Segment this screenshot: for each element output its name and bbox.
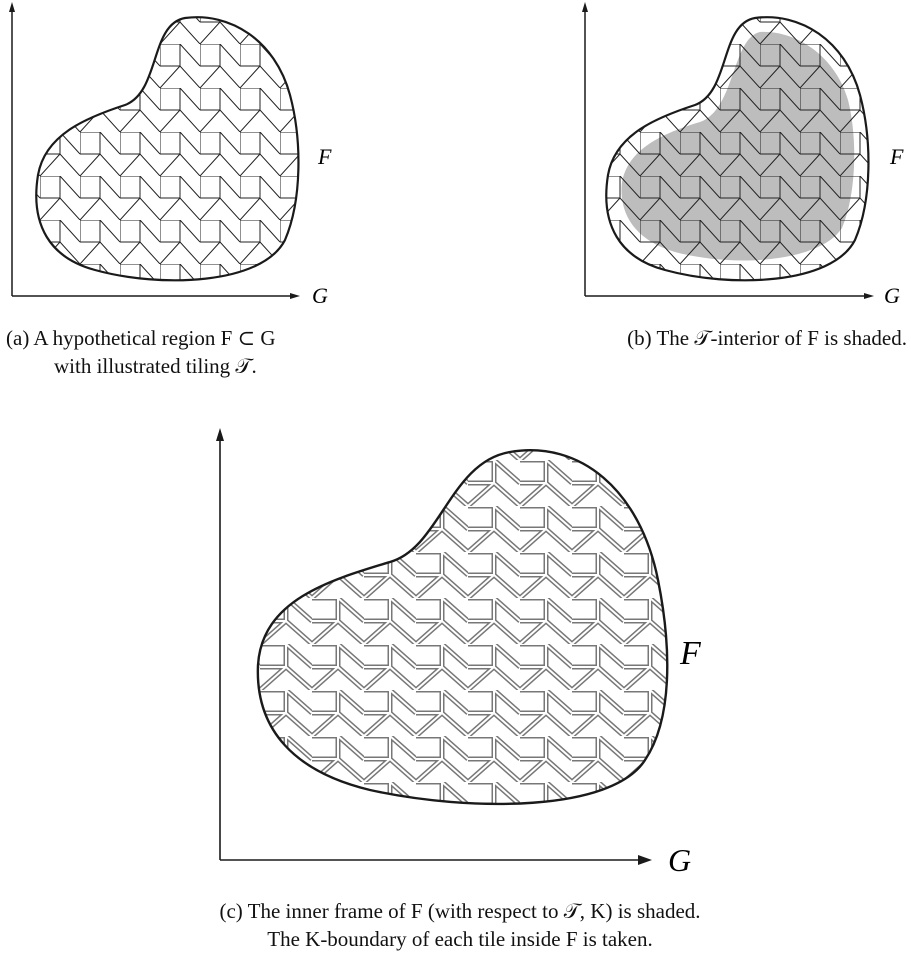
panel-b: F G (582, 2, 904, 308)
y-axis-arrow-icon (9, 2, 15, 12)
axis-label: G (312, 283, 328, 308)
caption-a-line1: (a) A hypothetical region F ⊂ G (6, 326, 276, 350)
region-label: F (317, 144, 332, 169)
panel-a: F G (9, 2, 332, 308)
caption-a-line2: with illustrated tiling 𝒯. (54, 354, 257, 378)
region-label: F (889, 144, 904, 169)
axis-label: G (884, 283, 900, 308)
region-label: F (679, 635, 702, 672)
x-axis-arrow-icon (290, 293, 300, 299)
caption-a: (a) A hypothetical region F ⊂ G with ill… (6, 324, 306, 380)
axis-label: G (668, 842, 691, 878)
region-outline (256, 449, 669, 806)
region-outline (605, 16, 870, 282)
x-axis-arrow-icon (638, 855, 652, 865)
tiling-shaded (606, 17, 869, 281)
y-axis-arrow-icon (582, 2, 588, 12)
caption-c-line1: (c) The inner frame of F (with respect t… (219, 899, 701, 923)
panel-c: F G (216, 428, 702, 878)
caption-b: (b) The 𝒯-interior of F is shaded. (627, 326, 907, 350)
x-axis-arrow-icon (864, 293, 874, 299)
region-outline (35, 16, 300, 282)
caption-c: (c) The inner frame of F (with respect t… (80, 897, 840, 953)
inner-frame-tiling (257, 450, 668, 804)
y-axis-arrow-icon (216, 428, 224, 441)
caption-c-line2: The K-boundary of each tile inside F is … (267, 927, 653, 951)
